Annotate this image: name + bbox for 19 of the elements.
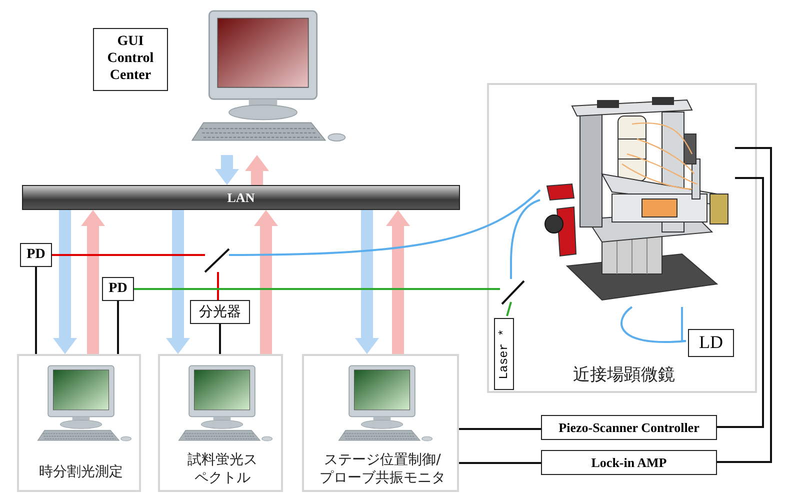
- diode-box: LD: [688, 329, 734, 357]
- computer-panel: [158, 354, 283, 492]
- panel-caption: 試料蛍光スペクトル: [186, 452, 258, 487]
- spectrometer-box: 分光器: [190, 300, 250, 324]
- panel-caption: 近接場顕微鏡: [572, 365, 676, 386]
- mirror-icon: [205, 249, 229, 272]
- detector-box: PD: [20, 243, 52, 267]
- laser-box: Laser *: [494, 318, 514, 390]
- panel-caption: 時分割光測定: [38, 464, 124, 482]
- amplifier-box: Lock-in AMP: [541, 450, 717, 475]
- computer-panel: [17, 354, 141, 492]
- label-box: GUI Control Center: [93, 28, 168, 91]
- detector-box: PD: [102, 277, 134, 301]
- panel-caption: ステージ位置制御/プローブ共振モニタ: [318, 452, 446, 487]
- computer-panel: [302, 354, 459, 492]
- controller-box: Piezo-Scanner Controller: [541, 415, 717, 440]
- mirror-icon: [502, 281, 524, 304]
- network-bar: LAN: [22, 185, 460, 210]
- microscope-panel: [487, 83, 757, 393]
